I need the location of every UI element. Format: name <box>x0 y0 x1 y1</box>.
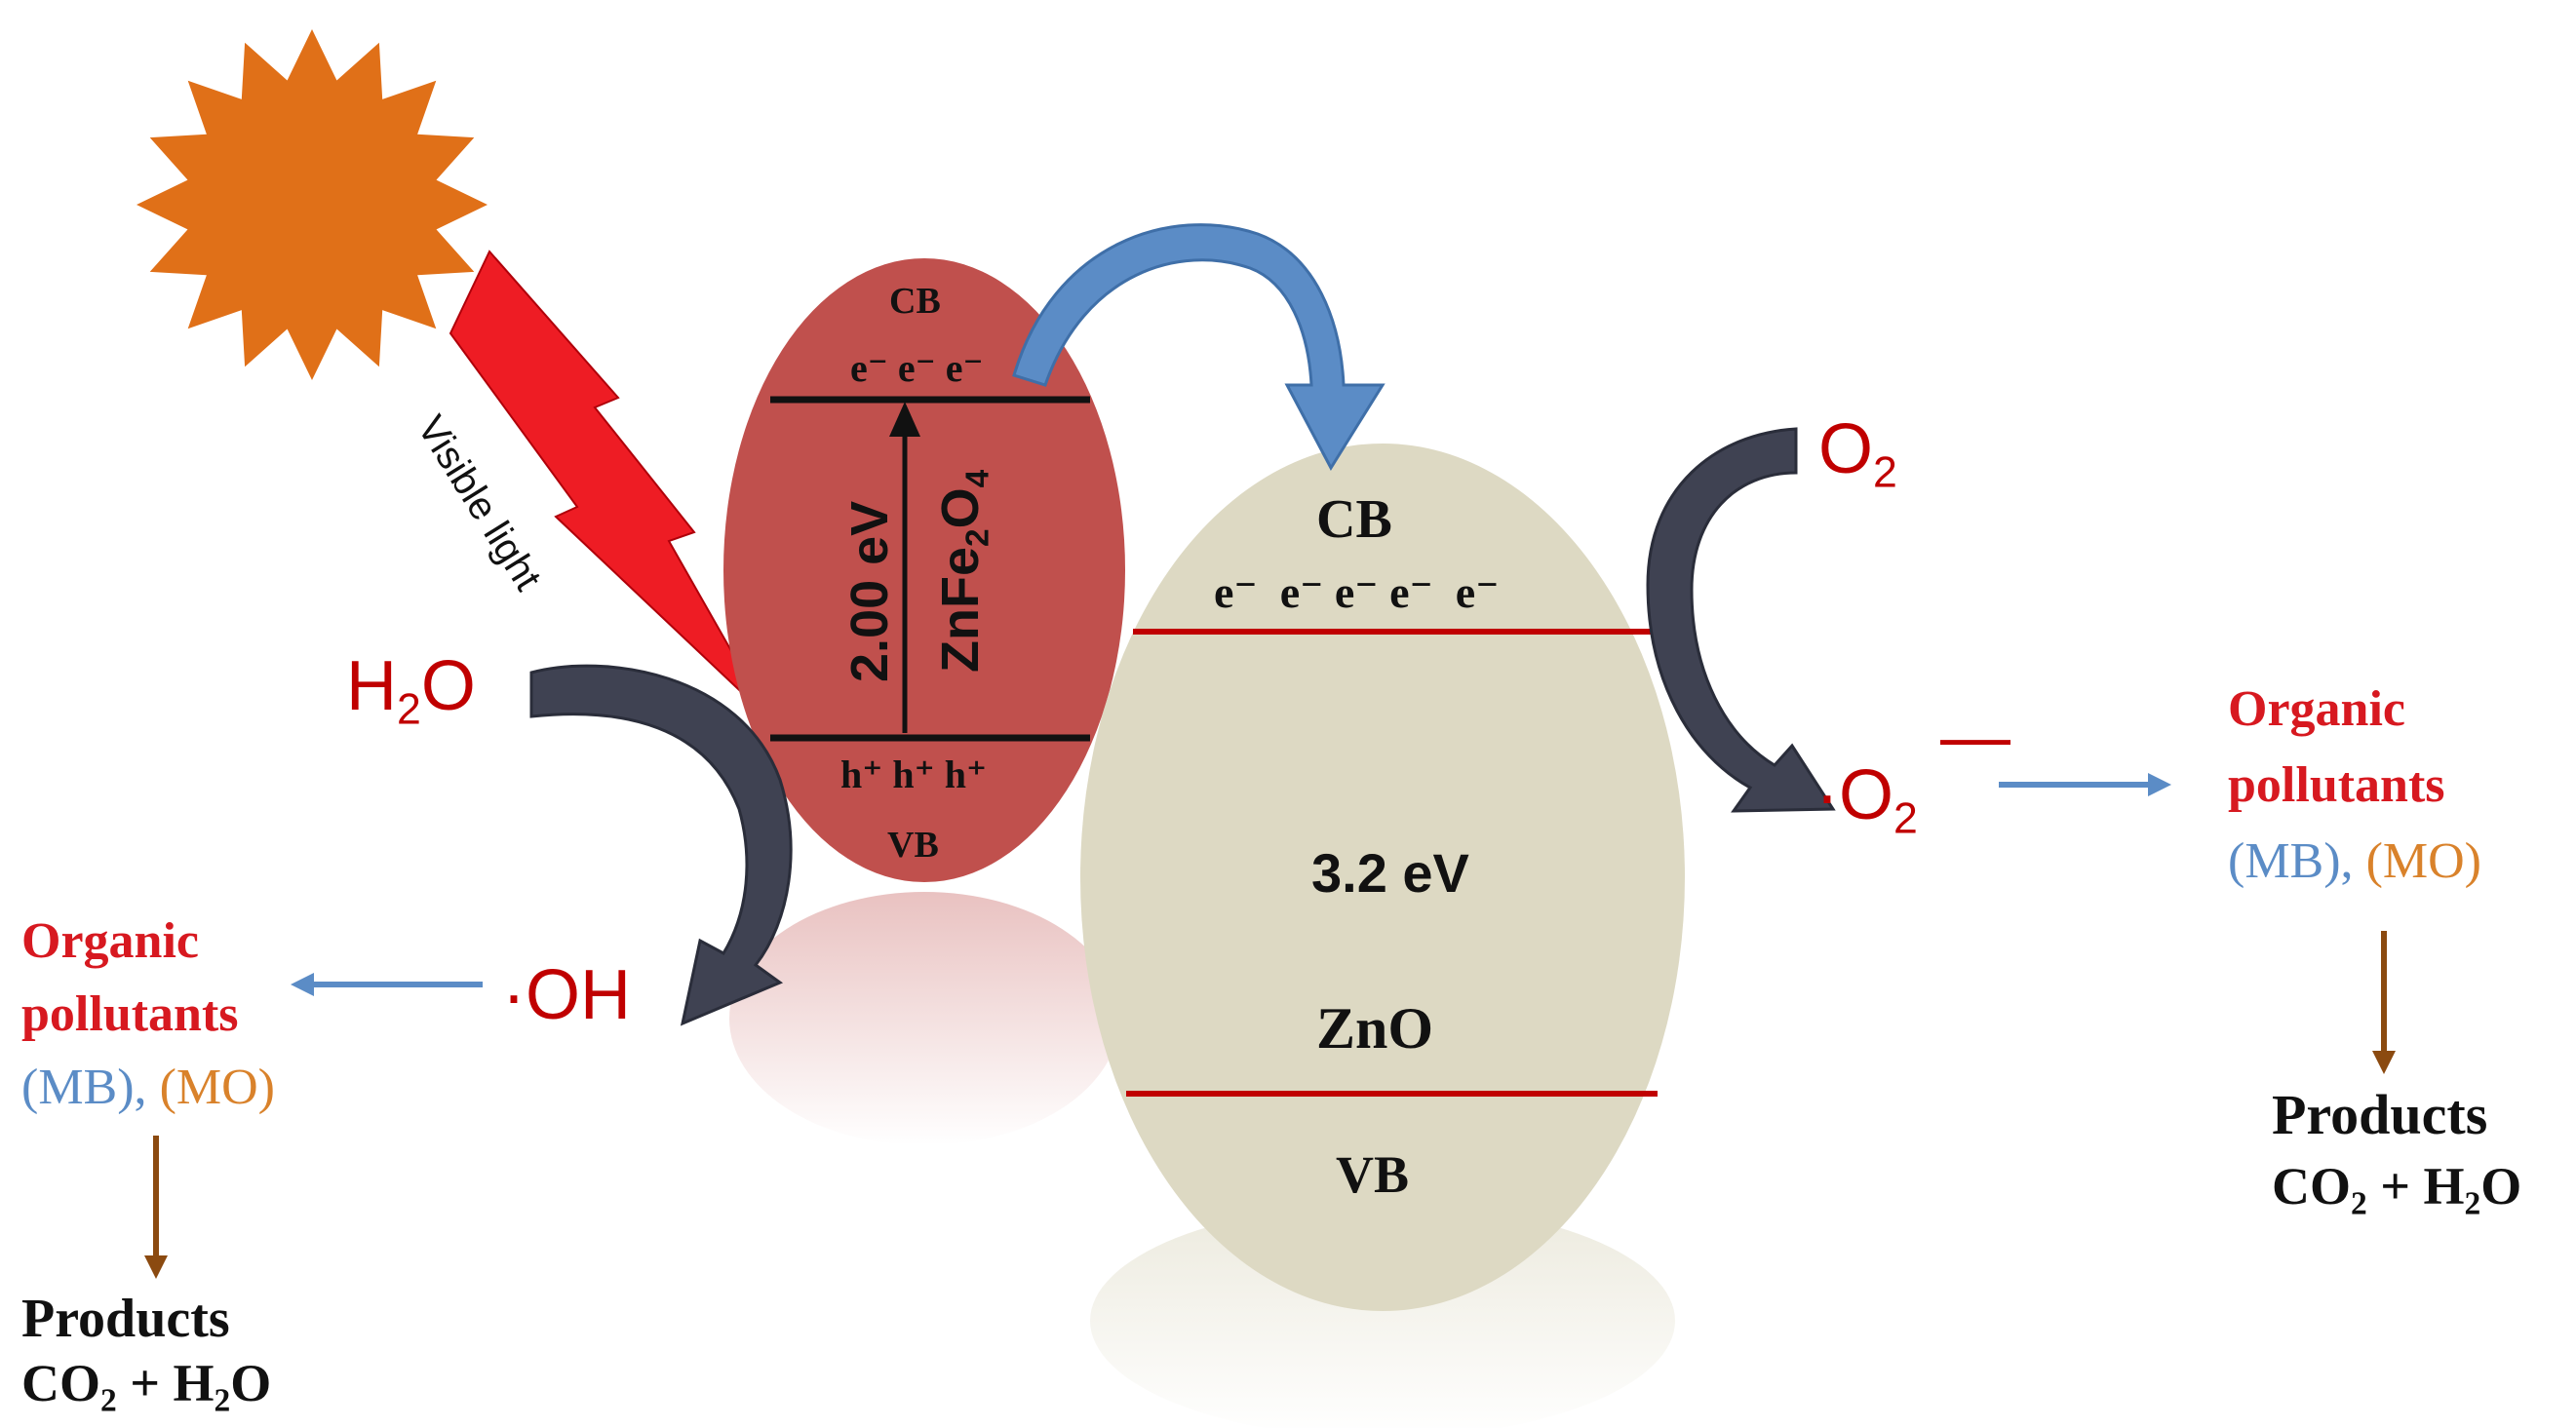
zno-vb-label: VB <box>1336 1145 1410 1204</box>
znfe2o4-excitation-arrowhead <box>889 402 920 437</box>
znfe2o4-reflection <box>729 892 1119 1145</box>
sun-icon <box>137 29 488 380</box>
oxygen-reduction-arrow <box>1646 427 1836 813</box>
right-pollutants-title-2: pollutants <box>2228 757 2445 813</box>
znfe2o4-holes: h⁺ h⁺ h⁺ <box>840 753 988 796</box>
right-mb-label: (MB), <box>2228 833 2354 889</box>
left-mo-label: (MO) <box>159 1060 275 1115</box>
znfe2o4-electrons: e⁻ e⁻ e⁻ <box>850 346 984 390</box>
znfe2o4-cb-label: CB <box>889 281 941 322</box>
superoxide-charge: — <box>1940 698 2010 776</box>
znfe2o4-formula: ZnFe2O4 <box>931 469 996 673</box>
right-pollutants-dyes: (MB), (MO) <box>2228 836 2481 887</box>
zno-cb-label: CB <box>1316 489 1392 550</box>
hydroxyl-radical-label: ·OH <box>502 956 631 1034</box>
zno-bandgap: 3.2 eV <box>1311 842 1469 904</box>
znfe2o4-vb-label: VB <box>887 825 939 866</box>
left-pollutants-title-2: pollutants <box>21 986 239 1042</box>
left-products-label: Products <box>21 1289 230 1349</box>
znfe2o4-bandgap: 2.00 eV <box>840 500 899 682</box>
zno-name: ZnO <box>1316 996 1434 1061</box>
right-products-equation: CO2 + H2O <box>2272 1157 2522 1222</box>
left-products-equation: CO2 + H2O <box>21 1354 272 1419</box>
left-pollutants-dyes: (MB), (MO) <box>21 1062 275 1113</box>
zno-reflection <box>1090 1204 1675 1428</box>
right-mo-label: (MO) <box>2365 833 2481 889</box>
znfe2o4-particle <box>723 258 1125 882</box>
superoxide-label: ·O2 <box>1815 756 1918 843</box>
lightning-bolt-icon <box>449 250 771 720</box>
left-mb-label: (MB), <box>21 1060 147 1115</box>
electron-transfer-arrow <box>1012 223 1386 472</box>
left-pollutants-title-1: Organic <box>21 913 199 969</box>
right-pollutants-title-1: Organic <box>2228 681 2405 737</box>
right-products-label: Products <box>2272 1083 2488 1146</box>
zno-electrons: e⁻ e⁻ e⁻ e⁻ e⁻ <box>1214 567 1500 617</box>
water-oxidation-arrow <box>529 664 793 1026</box>
water-label: H2O <box>346 647 476 734</box>
oxygen-label: O2 <box>1818 410 1897 497</box>
